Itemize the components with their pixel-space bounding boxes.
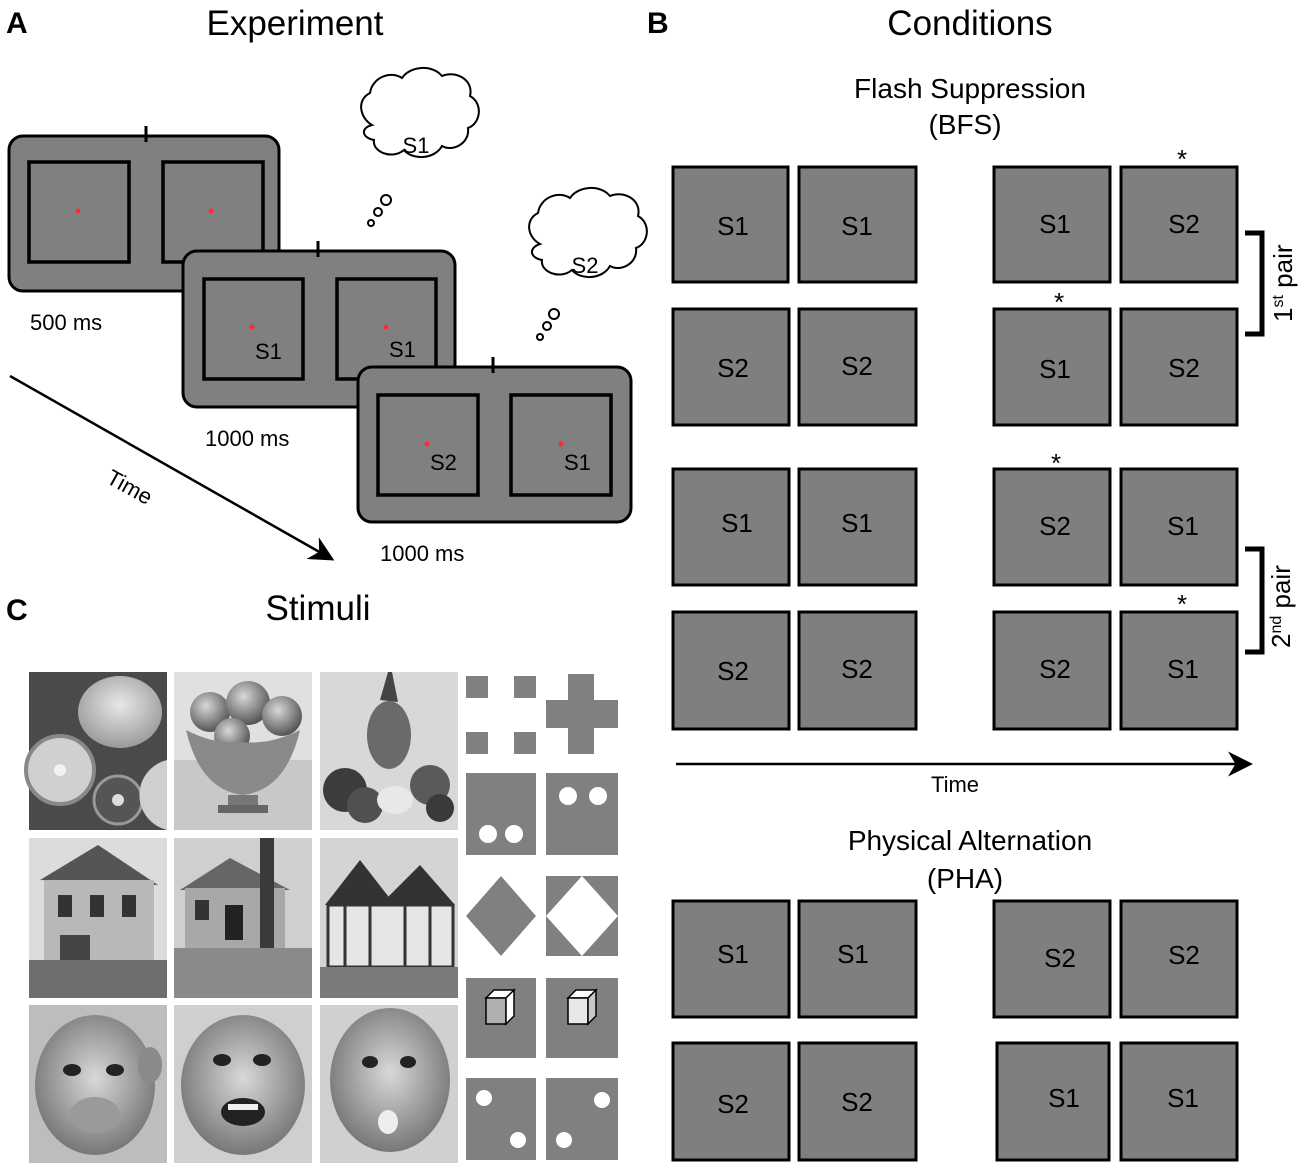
- bfs-r3-r2: S1: [1167, 511, 1199, 541]
- panel-a-letter: A: [6, 7, 28, 40]
- panel-c-title: Stimuli: [265, 589, 370, 628]
- fixation-dot: [383, 324, 389, 330]
- stimulus-monkey-1: [29, 1005, 167, 1163]
- stimulus-shape-dots-diagonal-2: [546, 1078, 618, 1160]
- thought-cloud-1: [360, 67, 480, 227]
- frame-2-right-label: S1: [389, 337, 416, 362]
- experiment-frame-3: [356, 357, 633, 524]
- stimulus-shape-cube-outside: [546, 978, 618, 1058]
- pair-1-main: 1: [1268, 308, 1298, 322]
- frame-3-right-label: S1: [564, 450, 591, 475]
- bfs-r3-l1: S1: [721, 508, 753, 538]
- bfs-row-2: [671, 307, 1239, 427]
- fixation-dot: [249, 324, 255, 330]
- pair-1-sup: st: [1270, 295, 1287, 308]
- pair-2-main: 2: [1266, 634, 1296, 648]
- thought-2-label: S2: [572, 253, 599, 278]
- stimulus-shape-cube-inside: [466, 978, 536, 1058]
- pha-r1-l2: S1: [837, 939, 869, 969]
- bfs-row-4: [671, 610, 1239, 731]
- bfs-r4-l2: S2: [841, 654, 873, 684]
- frame-3-duration: 1000 ms: [380, 541, 464, 566]
- stimulus-shape-dots-diagonal-1: [466, 1078, 536, 1160]
- panel-b-letter: B: [647, 7, 669, 40]
- pha-r2-l2: S2: [841, 1087, 873, 1117]
- stimulus-houses-2: [174, 838, 312, 998]
- panel-b-title: Conditions: [887, 4, 1052, 43]
- bfs-r1-l2: S1: [841, 211, 873, 241]
- bfs-r2-r1: S1: [1039, 354, 1071, 384]
- pair-bracket-2: [1245, 546, 1265, 655]
- bfs-r3-l2: S1: [841, 508, 873, 538]
- bfs-r1-r1: S1: [1039, 209, 1071, 239]
- bfs-r2-l1: S2: [717, 353, 749, 383]
- fixation-dot: [558, 441, 564, 447]
- frame-2-left-label: S1: [255, 339, 282, 364]
- panel-a-title: Experiment: [206, 4, 383, 43]
- bfs-title-line2: (BFS): [928, 109, 1001, 140]
- pha-r2-r1: S1: [1048, 1083, 1080, 1113]
- time-arrow: [9, 374, 335, 561]
- bfs-r1-star: *: [1177, 144, 1187, 174]
- pha-r1-r1: S2: [1044, 943, 1076, 973]
- frame-3-left-label: S2: [430, 450, 457, 475]
- frame-1-duration: 500 ms: [30, 310, 102, 335]
- stimulus-monkey-3: [320, 1005, 458, 1163]
- bfs-r4-l1: S2: [717, 656, 749, 686]
- pair-2-sup: nd: [1268, 616, 1285, 634]
- frame-2-duration: 1000 ms: [205, 426, 289, 451]
- bfs-r3-star: *: [1051, 448, 1061, 478]
- stimulus-shape-dots-bottom: [466, 773, 536, 855]
- stimulus-shape-cross: [546, 674, 618, 754]
- pha-r1-r2: S2: [1168, 940, 1200, 970]
- stimulus-fruits-1: [24, 672, 167, 830]
- bfs-title-line1: Flash Suppression: [854, 73, 1086, 104]
- pair-1-label: 1st pair: [1268, 244, 1298, 322]
- bfs-r4-r2: S1: [1167, 654, 1199, 684]
- thought-1-label: S1: [403, 133, 430, 158]
- stimulus-shape-squares: [466, 676, 536, 754]
- bfs-row-3: [671, 467, 1239, 587]
- pha-r2-r2: S1: [1167, 1083, 1199, 1113]
- pha-r2-l1: S2: [717, 1089, 749, 1119]
- pair-2-label: 2nd pair: [1266, 565, 1296, 648]
- pair-1-word: pair: [1268, 244, 1298, 288]
- pha-title-line1: Physical Alternation: [848, 825, 1092, 856]
- pha-r1-l1: S1: [717, 939, 749, 969]
- stimulus-shape-dots-top: [546, 773, 618, 855]
- stimulus-fruits-3: [320, 672, 458, 830]
- pair-2-word: pair: [1266, 565, 1296, 609]
- stimulus-shape-diamond: [466, 876, 536, 956]
- stimulus-houses-3: [320, 838, 458, 998]
- bfs-r1-r2: S2: [1168, 209, 1200, 239]
- stimulus-shape-inverse-diamond: [546, 876, 618, 956]
- fixation-dot: [424, 441, 430, 447]
- bfs-r2-l2: S2: [841, 351, 873, 381]
- bfs-r3-r1: S2: [1039, 511, 1071, 541]
- bfs-r2-star: *: [1054, 287, 1064, 317]
- thought-cloud-2: [528, 187, 648, 341]
- pha-title-line2: (PHA): [927, 863, 1003, 894]
- stimulus-fruits-2: [174, 672, 312, 830]
- bfs-row-1: [671, 165, 1239, 284]
- stimulus-monkey-2: [174, 1005, 312, 1163]
- time-label-a: Time: [103, 465, 157, 510]
- fixation-dot: [75, 208, 81, 214]
- bfs-r1-l1: S1: [717, 211, 749, 241]
- panel-c-letter: C: [6, 594, 28, 627]
- pha-row-2: [671, 1041, 1239, 1162]
- bfs-r4-star: *: [1177, 589, 1187, 619]
- bfs-r2-r2: S2: [1168, 353, 1200, 383]
- stimulus-houses-1: [29, 838, 167, 998]
- fixation-dot: [208, 208, 214, 214]
- time-label-b: Time: [931, 772, 979, 797]
- pair-bracket-1: [1245, 230, 1265, 337]
- bfs-r4-r1: S2: [1039, 654, 1071, 684]
- pha-row-1: [671, 899, 1239, 1019]
